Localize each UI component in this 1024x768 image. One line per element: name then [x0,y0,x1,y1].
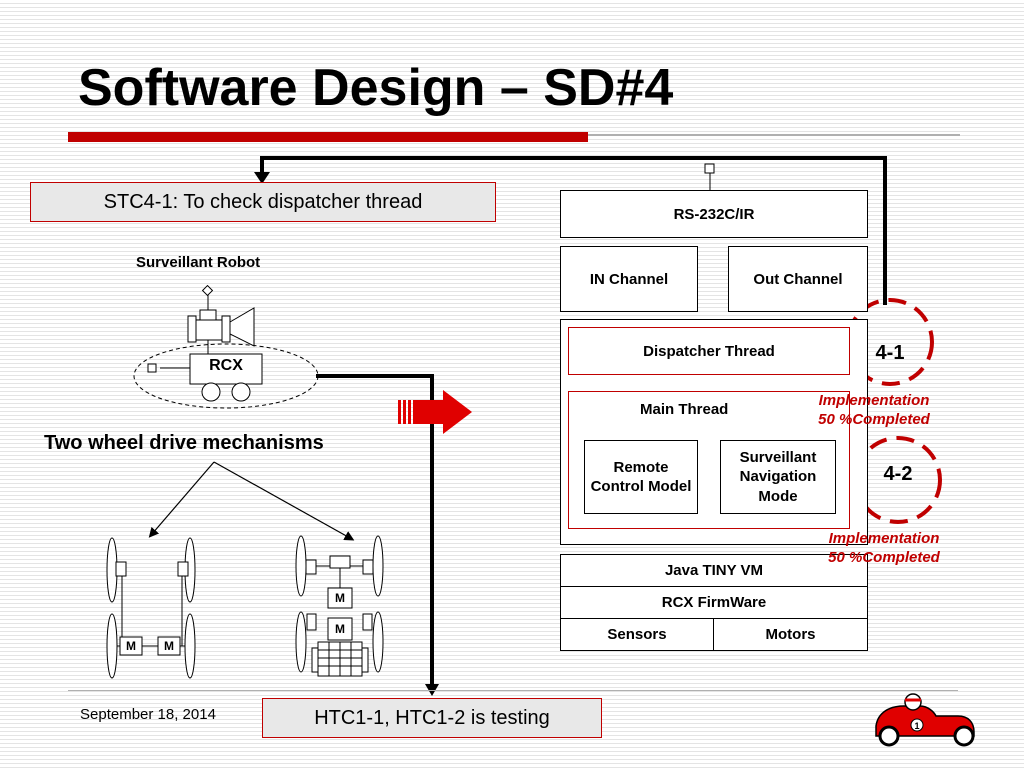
red-forward-arrow-icon [398,390,472,434]
footer-rule [68,690,958,691]
rcx-firmware-box: RCX FirmWare [560,587,868,619]
surveillant-navigation-mode-box: Surveillant Navigation Mode [720,440,836,514]
top-feedback-line [260,156,887,305]
two-wheel-drive-label: Two wheel drive mechanisms [44,432,324,454]
wheel-mechanism-left [106,537,196,679]
implementation-line-2: 50 %Completed [818,410,930,428]
dispatcher-thread-box: Dispatcher Thread [568,327,850,375]
implementation-line-2: 50 %Completed [828,548,940,566]
title-underline-grey [588,134,960,136]
rs232-box: RS-232C/IR [560,190,868,238]
wheel-mechanism-right [295,535,384,677]
motors-box: Motors [713,619,868,651]
race-car-icon: 1 [875,693,975,747]
surveillant-robot-drawing [133,284,319,409]
slide-date: September 18, 2014 [80,706,216,723]
rcx-label: RCX [209,357,243,374]
motor-label: M [164,639,174,653]
motor-label: M [335,622,345,636]
callout-4-1-label: 4-1 [875,342,905,364]
implementation-status-4-1: Implementation 50 %Completed [786,392,962,430]
java-tiny-vm-box: Java TINY VM [560,554,868,587]
surveillant-robot-label: Surveillant Robot [136,254,261,271]
out-channel-box: Out Channel [728,246,868,312]
sensors-box: Sensors [560,619,714,651]
top-feedback-arrowhead [254,172,270,184]
robot-to-htc-line [316,374,434,688]
callout-4-2-label: 4-2 [883,463,913,485]
svg-text:1: 1 [914,721,919,731]
in-channel-box: IN Channel [560,246,698,312]
implementation-line-1: Implementation [828,530,940,547]
implementation-status-4-2: Implementation 50 %Completed [796,530,972,568]
remote-control-model-box: Remote Control Model [584,440,698,514]
motor-label: M [126,639,136,653]
stc-test-box: STC4-1: To check dispatcher thread [30,182,496,222]
htc-test-box: HTC1-1, HTC1-2 is testing [262,698,602,738]
main-thread-label: Main Thread [640,401,729,418]
title-underline-red [68,132,588,142]
implementation-line-1: Implementation [818,392,930,409]
callout-circle-4-2 [854,436,942,524]
callout-circle-4-1 [846,298,934,386]
motor-label: M [335,591,345,605]
slide-title: Software Design – SD#4 [78,59,674,117]
